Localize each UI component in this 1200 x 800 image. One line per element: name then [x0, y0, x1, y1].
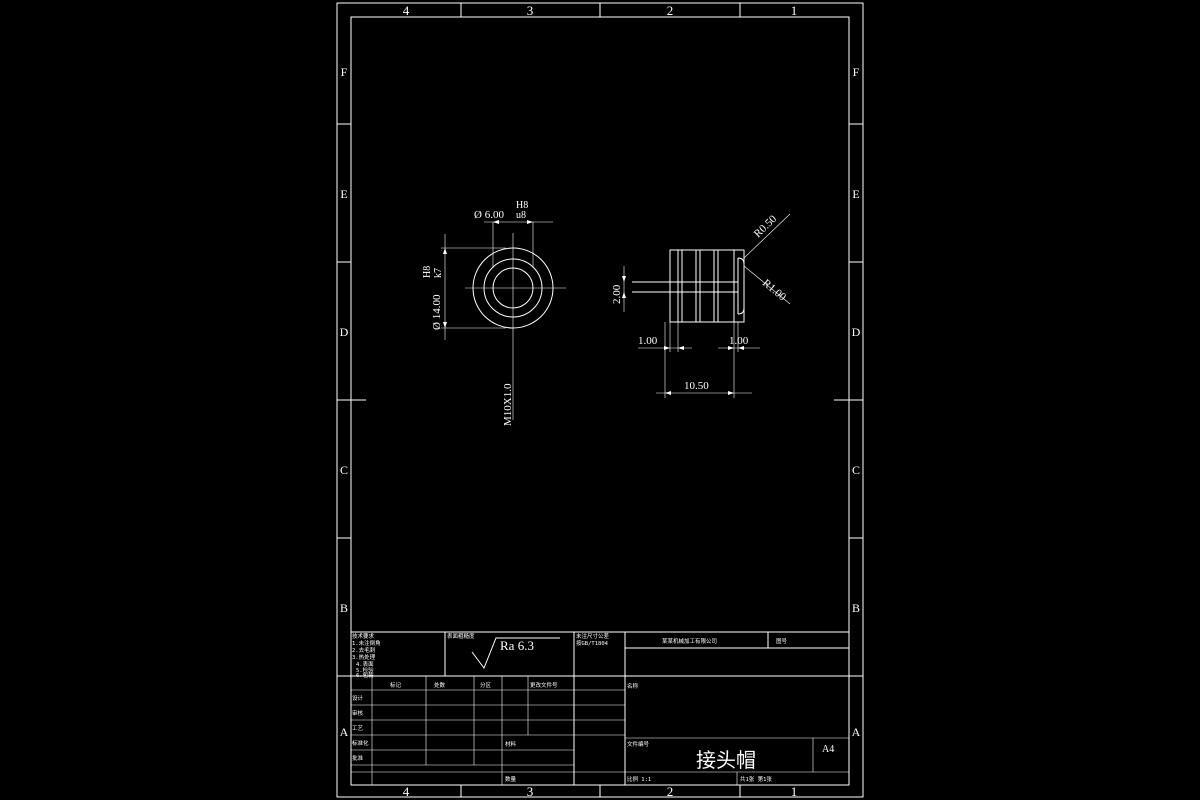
column-label: 4 [403, 784, 410, 799]
roughness-label: 表面粗糙度 [447, 632, 475, 640]
fit-outer-upper: H8 [422, 266, 433, 278]
signature-row: 审核 [352, 709, 364, 717]
title-block: 技术要求 1.未注倒角 2.去毛刺 3.热处理 4.表面 5.检验 6.包装 表… [350, 631, 850, 786]
scale-label: 比例 1:1 [627, 775, 651, 783]
left-view: Ø 6.00 H8 u8 Ø 14.00 H8 k7 M10X1.0 [422, 200, 566, 426]
column-label: 1 [791, 784, 798, 799]
rev-header: 处数 [434, 681, 446, 689]
dim-bore: Ø 6.00 [474, 209, 504, 221]
dim-length: 10.50 [684, 380, 709, 392]
column-label: 3 [527, 3, 534, 18]
dim-left: 1.00 [638, 335, 658, 347]
dim-height: 2.00 [611, 284, 623, 304]
part-name: 接头帽 [696, 749, 756, 772]
note: 1.未注倒角 [352, 639, 381, 647]
column-label: 2 [667, 3, 674, 18]
rev-header: 更改文件号 [530, 681, 558, 689]
sheet-size: A4 [822, 744, 834, 755]
row-label: D [852, 325, 861, 339]
column-label: 3 [527, 784, 534, 799]
row-label: B [852, 601, 860, 615]
dim-outer: Ø 14.00 [431, 294, 443, 330]
note: 5.检验 [356, 666, 374, 674]
row-label: A [340, 725, 349, 739]
rev-header: 分区 [480, 681, 492, 689]
fit-bore-lower: u8 [516, 210, 526, 221]
column-label: 1 [791, 3, 798, 18]
row-label: C [852, 463, 860, 477]
qty-label: 数量 [505, 775, 517, 783]
row-label: D [340, 325, 349, 339]
row-label: B [340, 601, 348, 615]
column-label: 4 [403, 3, 410, 18]
material-value: 按GB/T1804 [576, 639, 609, 647]
column-label: 2 [667, 784, 674, 799]
sheet-label: 共1张 第1张 [740, 775, 772, 783]
note: 3.热处理 [352, 653, 376, 661]
body-outline [669, 249, 745, 323]
rev-header: 标记 [390, 681, 402, 689]
row-label: F [341, 65, 348, 79]
material-field: 材料 [505, 740, 517, 748]
signature-row: 标准化 [352, 739, 369, 747]
company-name: 某某机械加工有限公司 [662, 637, 717, 645]
fit-bore-upper: H8 [516, 200, 528, 211]
note: 技术要求 [352, 632, 375, 640]
signature-row: 设计 [352, 694, 364, 702]
note: 6.包装 [356, 671, 374, 679]
thread-callout: M10X1.0 [502, 383, 514, 426]
row-label: E [852, 187, 859, 201]
material-label: 未注尺寸公差 [576, 632, 610, 640]
dim-right: 1.00 [729, 335, 749, 347]
fit-outer-lower: k7 [433, 268, 444, 278]
drawing-no-field: 文件编号 [627, 740, 650, 748]
row-label: F [853, 65, 860, 79]
row-label: C [340, 463, 348, 477]
name-label: 名称 [627, 682, 639, 690]
row-label: A [852, 725, 861, 739]
row-label: E [340, 187, 347, 201]
drawing-no-label: 图号 [776, 637, 788, 645]
note: 4.表面 [356, 660, 374, 668]
roughness-value: Ra 6.3 [500, 638, 534, 653]
note: 2.去毛刺 [352, 646, 376, 654]
signature-row: 工艺 [352, 725, 364, 732]
roughness-symbol [471, 637, 560, 670]
signature-row: 批准 [352, 754, 364, 762]
centering-marks [337, 3, 863, 401]
